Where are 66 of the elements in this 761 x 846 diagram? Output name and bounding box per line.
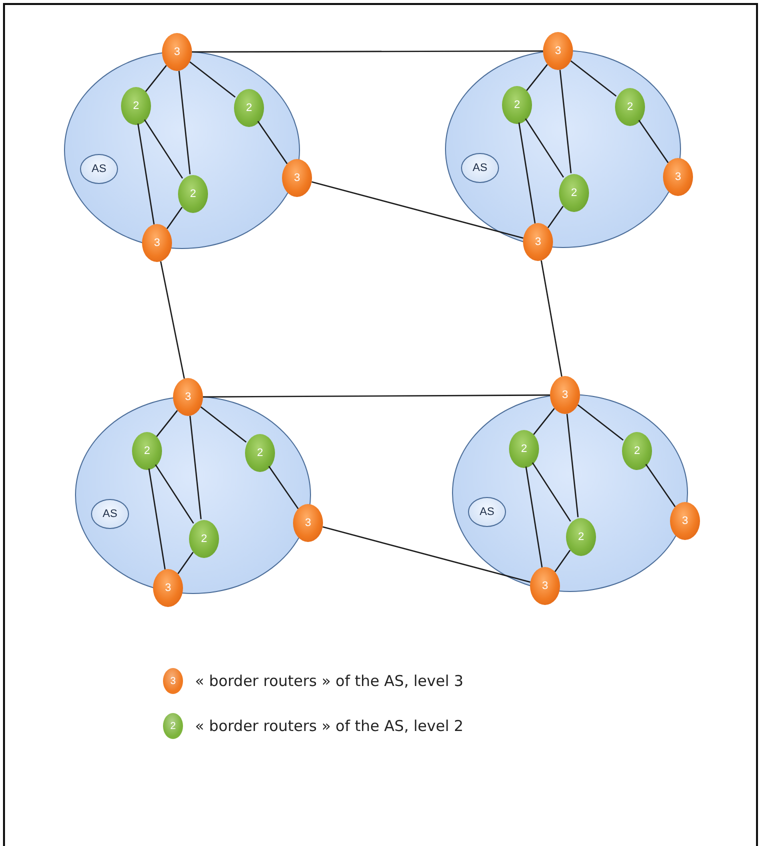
- level-3-router: 3: [550, 376, 580, 414]
- link-line: [554, 550, 571, 572]
- level-3-router: 3: [530, 567, 560, 605]
- link-line: [524, 118, 564, 178]
- legend-text: « border routers » of the AS, level 2: [195, 717, 464, 735]
- level-2-router: 2: [559, 174, 589, 212]
- link-line: [532, 462, 572, 522]
- level-3-router: 3: [282, 159, 312, 197]
- level-3-router: 3: [293, 504, 323, 542]
- link-line: [145, 65, 167, 92]
- link-line: [160, 261, 185, 379]
- link-line: [638, 120, 669, 164]
- swatch-number: 2: [170, 720, 176, 732]
- swatch-number: 3: [170, 676, 176, 686]
- as-tag: AS: [80, 154, 118, 184]
- level-2-router: 2: [132, 432, 162, 470]
- link-line: [312, 181, 524, 239]
- level-2-router: 2: [121, 87, 151, 125]
- link-line: [166, 206, 183, 230]
- level-3-router: 3: [670, 502, 700, 540]
- level-3-router: 3: [173, 378, 203, 416]
- level-3-router: 3: [162, 33, 192, 71]
- link-line: [203, 394, 550, 398]
- link-line: [144, 119, 184, 179]
- as-tag: AS: [91, 499, 129, 529]
- as-tag: AS: [461, 153, 499, 183]
- level-2-router: 2: [566, 518, 596, 556]
- level-2-router: 2: [615, 88, 645, 126]
- link-line: [137, 124, 155, 224]
- as-tag: AS: [468, 497, 506, 527]
- link-line: [268, 466, 299, 510]
- link-line: [178, 70, 191, 174]
- legend-text: « border routers » of the AS, level 3: [195, 672, 464, 690]
- link-line: [192, 50, 543, 53]
- level-2-router: 2: [622, 432, 652, 470]
- link-line: [189, 61, 236, 98]
- link-line: [533, 408, 555, 435]
- level-2-router: 2: [245, 434, 275, 472]
- link-line: [547, 206, 564, 228]
- link-line: [525, 466, 543, 568]
- level-2-router: 2: [509, 430, 539, 468]
- link-line: [566, 414, 579, 518]
- link-line: [322, 526, 530, 583]
- link-line: [200, 406, 247, 443]
- link-line: [189, 416, 202, 520]
- level-3-router: 3: [523, 223, 553, 261]
- link-line: [645, 464, 676, 508]
- link-line: [577, 404, 624, 441]
- level-2-router: 2: [234, 89, 264, 127]
- level-2-router: 2: [502, 86, 532, 124]
- link-line: [559, 70, 572, 174]
- level-3-router: 3: [543, 32, 573, 70]
- link-line: [154, 464, 194, 524]
- level-2-router: 2: [178, 175, 208, 213]
- link-line: [257, 120, 288, 164]
- link-line: [148, 468, 166, 570]
- level-2-router: 2: [189, 520, 219, 558]
- link-line: [570, 60, 617, 97]
- link-line: [518, 122, 536, 224]
- link-line: [540, 260, 562, 377]
- link-line: [526, 64, 548, 91]
- level-3-router: 3: [142, 224, 172, 262]
- level-3-router: 3: [153, 569, 183, 607]
- level-3-router: 3: [663, 158, 693, 196]
- link-line: [177, 552, 194, 574]
- link-line: [156, 410, 178, 437]
